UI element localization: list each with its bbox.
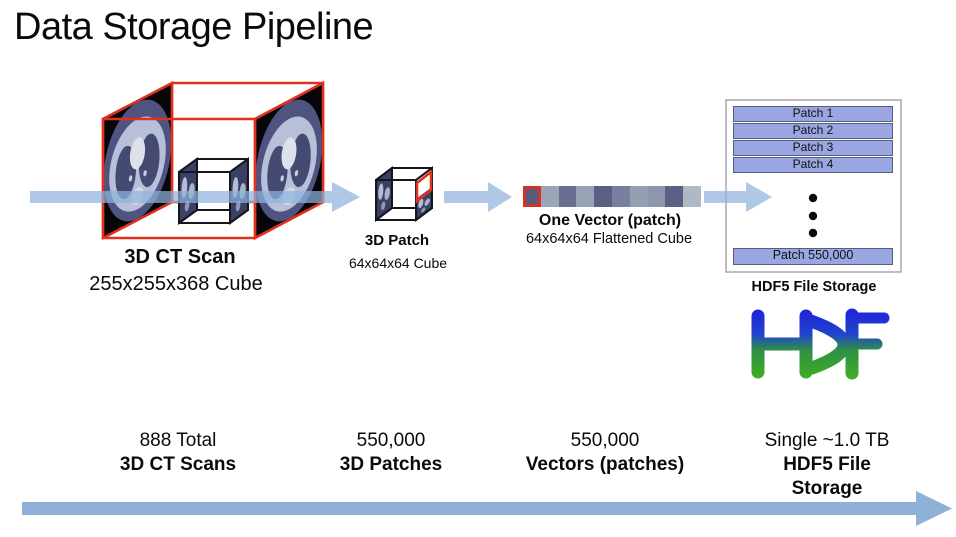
stat-storage: Single ~1.0 TB HDF5 File Storage <box>763 429 892 501</box>
ct-scan-label: 3D CT Scan <box>124 246 236 268</box>
stat-value: 550,000 <box>570 430 640 451</box>
vector-label: One Vector (patch) <box>538 212 682 229</box>
patch-highlight-outline <box>415 169 433 204</box>
stat-value: 550,000 <box>356 430 426 451</box>
flow-arrow-3 <box>704 182 772 212</box>
stat-label: 3D Patches <box>339 454 443 475</box>
patch-sublabel: 64x64x64 Cube <box>348 255 448 271</box>
ct-scan-cube-figure <box>101 80 325 241</box>
flow-arrow-2 <box>444 182 512 212</box>
bottom-flow-arrow <box>22 491 952 526</box>
patch-cube-figure <box>375 166 433 222</box>
vector-segment <box>558 186 577 207</box>
stat-ct-scans: 888 Total 3D CT Scans <box>120 429 236 477</box>
patch-row: Patch 4 <box>733 157 893 173</box>
vector-segment <box>594 186 612 207</box>
ct-scan-sublabel: 255x255x368 Cube <box>89 273 263 295</box>
vector-segment <box>647 186 666 207</box>
stat-patches: 550,000 3D Patches <box>340 429 442 477</box>
stat-label: HDF5 File Storage <box>783 454 871 499</box>
vector-segment <box>576 186 595 207</box>
vector-segment <box>629 186 648 207</box>
patch-label: 3D Patch <box>364 232 430 249</box>
page-title: Data Storage Pipeline <box>14 6 374 48</box>
vector-sublabel: 64x64x64 Flattened Cube <box>525 231 693 247</box>
hdf-logo <box>751 308 890 380</box>
patch-row: Patch 3 <box>733 140 893 156</box>
patch-row-last: Patch 550,000 <box>733 248 893 265</box>
ellipsis-dots <box>808 193 818 238</box>
patch-row: Patch 2 <box>733 123 893 139</box>
vector-segment <box>523 186 541 207</box>
stat-value: Single ~1.0 TB <box>764 430 890 451</box>
stat-value: 888 Total <box>139 430 217 451</box>
vector-segment <box>540 186 559 207</box>
vector-segment <box>611 186 630 207</box>
flow-arrow-1 <box>30 182 360 212</box>
patch-row: Patch 1 <box>733 106 893 122</box>
storage-label: HDF5 File Storage <box>751 279 877 295</box>
stat-vectors: 550,000 Vectors (patches) <box>526 429 684 477</box>
stat-label: 3D CT Scans <box>119 454 237 475</box>
ct-slice-front-image <box>101 80 174 241</box>
stat-label: Vectors (patches) <box>525 454 685 475</box>
vector-segment <box>683 186 701 207</box>
vector-strip <box>523 186 701 207</box>
vector-segment <box>665 186 684 207</box>
